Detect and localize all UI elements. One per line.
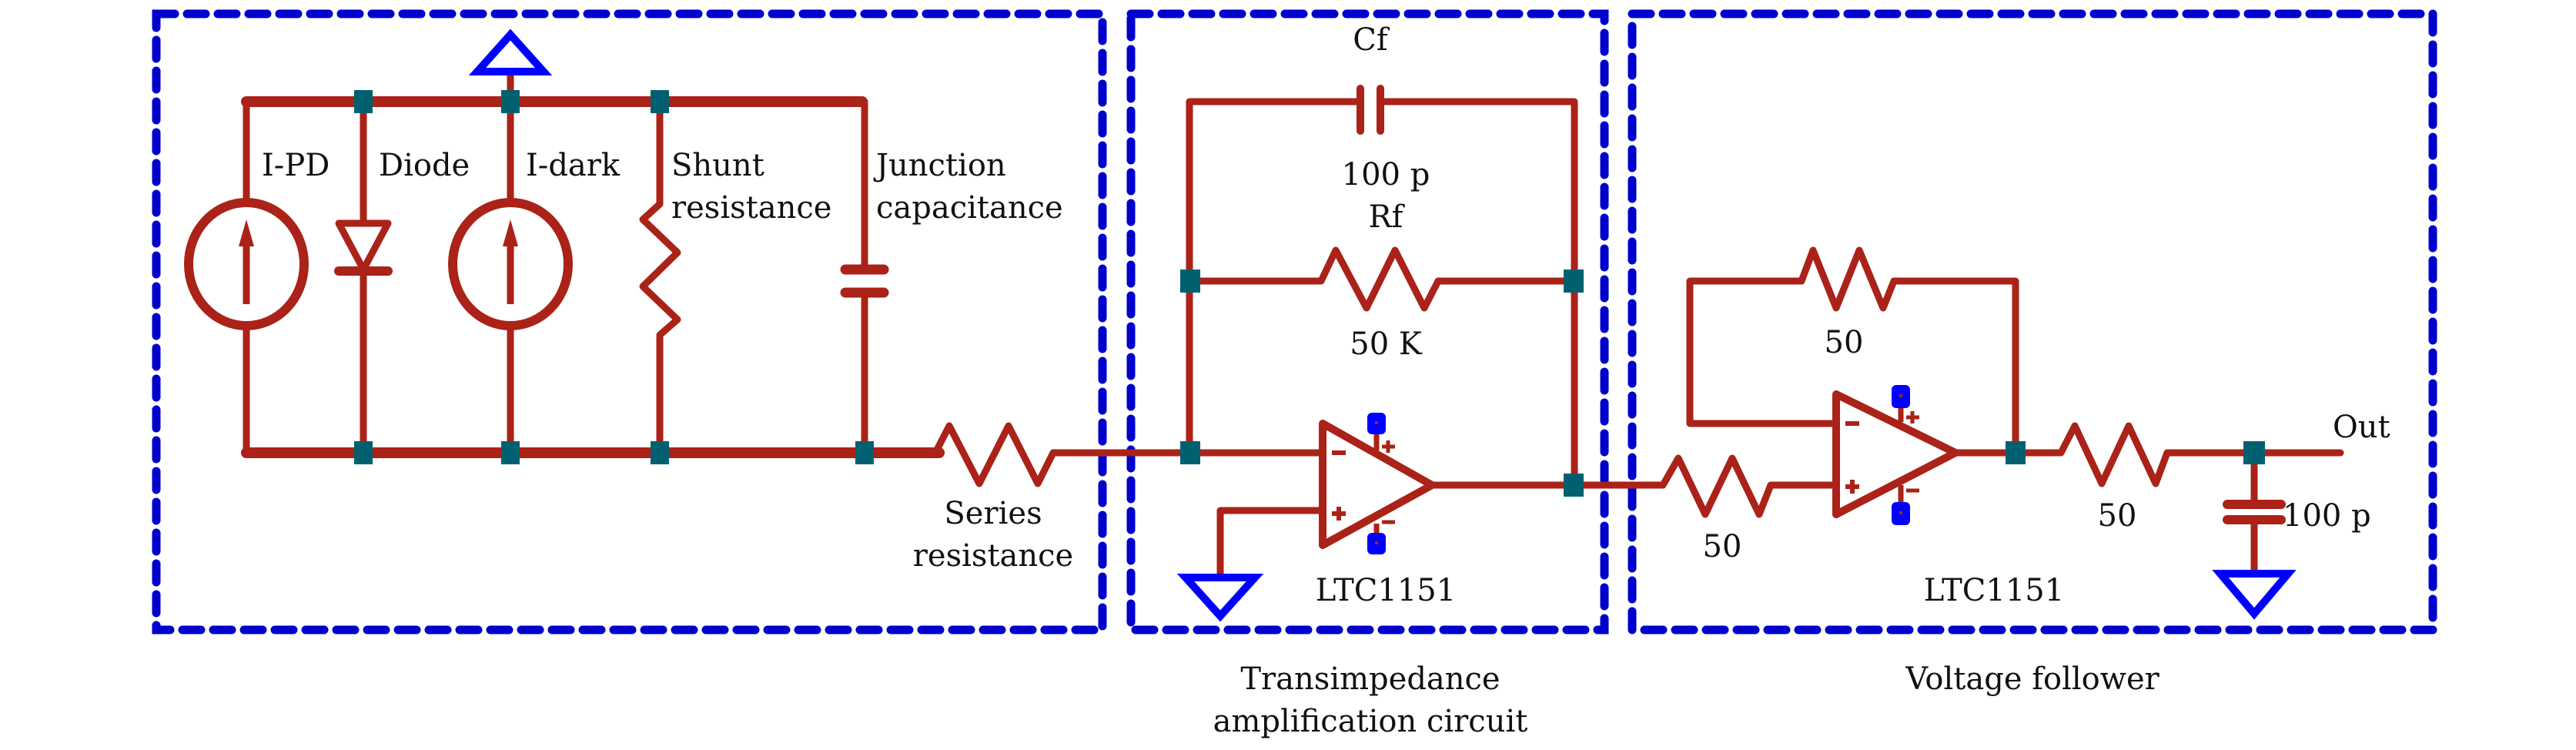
ground-icon (468, 28, 553, 75)
cf-value: 100 p (1342, 157, 1430, 193)
voltage-follower-caption: Voltage follower (1905, 661, 2159, 697)
junction-label-line2: capacitance (876, 190, 1063, 226)
i-dark-current-source-icon (448, 198, 573, 330)
ground-icon (2212, 570, 2297, 620)
series-resistor-icon (858, 422, 1193, 487)
junction-label-line1: Junction (873, 148, 1006, 183)
supply-plus-sign (1382, 440, 1395, 453)
diode-icon (335, 219, 392, 273)
diode-label: Diode (379, 148, 470, 183)
node (501, 90, 520, 113)
node (354, 441, 373, 464)
shunt-resistor-icon (639, 98, 681, 457)
output-cap-value: 100 p (2283, 498, 2371, 534)
transimpedance-caption-line1: Transimpedance (1240, 661, 1500, 697)
i-pd-current-source-icon (184, 198, 309, 330)
pin-dot (1375, 541, 1378, 544)
output-resistor-icon (1952, 422, 2344, 487)
section-box-transimpedance (1126, 9, 1609, 634)
node (1564, 270, 1584, 293)
voltage-follower-section: 50 50 50 100 p Out LTC1151 (1644, 246, 2390, 620)
series-label-line2: resistance (913, 538, 1073, 574)
node (651, 441, 669, 464)
transimpedance-caption-line2: amplification circuit (1213, 704, 1528, 739)
rf-label: Rf (1369, 199, 1406, 235)
node (354, 90, 373, 113)
ground-icon (1176, 574, 1264, 622)
plus-sign (1845, 480, 1859, 494)
follower-opamp-icon (1832, 390, 1959, 518)
node (1564, 474, 1584, 497)
transimpedance-opamp-label: LTC1151 (1316, 573, 1456, 608)
plus-sign (1332, 507, 1346, 521)
pin-dot (1899, 394, 1902, 397)
i-pd-label: I-PD (262, 148, 330, 183)
follower-input-resistor-value: 50 (1703, 529, 1742, 564)
output-resistor-value: 50 (2098, 498, 2137, 534)
transimpedance-opamp-icon (1319, 420, 1436, 549)
feedback-resistor-icon (1186, 246, 1578, 312)
photodiode-model: I-PD Diode I-dark Shunt resistance Junct… (184, 28, 1193, 574)
series-label-line1: Series (944, 496, 1042, 531)
pin-dot (1375, 421, 1378, 424)
node (2006, 441, 2026, 464)
supply-plus-sign (1906, 411, 1919, 424)
follower-feedback-resistor-value: 50 (1825, 325, 1864, 360)
i-dark-label: I-dark (526, 148, 621, 183)
feedback-capacitor-icon (1357, 85, 1384, 135)
output-capacitor-icon (2223, 500, 2286, 524)
shunt-label-line2: resistance (671, 190, 831, 226)
node (501, 441, 520, 464)
node (1180, 441, 1200, 464)
follower-opamp-label: LTC1151 (1924, 573, 2064, 608)
node (855, 441, 874, 464)
i-dark-arrowhead (503, 219, 518, 246)
section-box-photodiode-model (152, 9, 1107, 634)
i-pd-arrowhead (239, 219, 254, 246)
node (1180, 270, 1200, 293)
rf-value: 50 K (1350, 326, 1423, 362)
cf-wire (1186, 98, 1578, 489)
node (2243, 441, 2265, 464)
junction-capacitor-icon (840, 264, 889, 298)
shunt-label-line1: Shunt (671, 148, 764, 183)
section-box-voltage-follower (1628, 9, 2437, 634)
cf-label: Cf (1353, 22, 1390, 58)
transimpedance-section: Cf 100 p Rf 50 K LTC1151 (1176, 22, 1651, 622)
follower-input-resistor-icon (1644, 454, 1852, 518)
pin-dot (1899, 511, 1902, 514)
output-label: Out (2333, 410, 2390, 445)
node (651, 90, 669, 113)
opamp-noninverting-input-wire (1216, 507, 1359, 578)
follower-feedback-resistor-icon (1686, 246, 2019, 457)
